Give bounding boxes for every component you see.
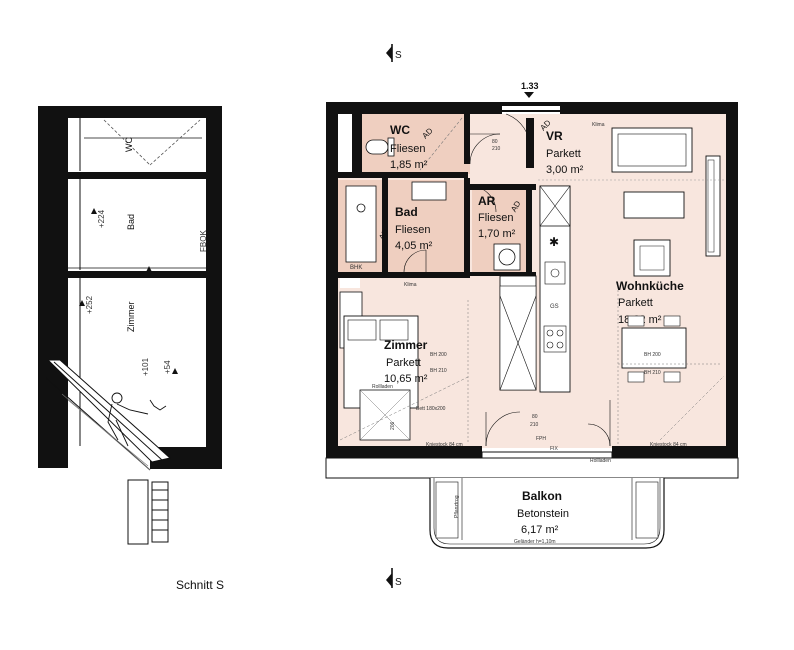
wk-kniestock: Kniestock 84 cm xyxy=(650,442,687,448)
bathtub xyxy=(345,185,377,263)
section-marker-bottom-icon xyxy=(386,573,392,587)
terrace-edge xyxy=(325,457,739,479)
room-balkon-floor: Betonstein xyxy=(517,508,569,520)
wall-right xyxy=(726,102,738,448)
room-wc-area: 1,85 m² xyxy=(390,159,428,171)
zimmer-bh210: BH 210 xyxy=(430,368,447,374)
section-height-101: +101 xyxy=(141,357,150,376)
room-ar-name: AR xyxy=(478,194,496,208)
balcony-planter-label: Pflanztrog xyxy=(454,495,460,518)
wk-bh210: BH 210 xyxy=(644,370,661,376)
door-80-label: 80 xyxy=(492,139,498,145)
room-balkon-name: Balkon xyxy=(522,489,562,503)
section-height-252: +252 xyxy=(85,295,94,314)
section-label-fbok: FBOK xyxy=(199,230,208,252)
wall-bottom-left xyxy=(326,446,482,458)
room-bad-area: 4,05 m² xyxy=(395,240,433,252)
room-zimmer-floor: Parkett xyxy=(386,357,421,369)
dining-table xyxy=(621,327,687,369)
section-right-wall xyxy=(206,106,222,468)
room-wc-floor: Fliesen xyxy=(390,143,425,155)
zimmer-rollladen: Rollladen xyxy=(372,384,393,390)
wall-bottom-right xyxy=(612,446,738,458)
planter-right xyxy=(635,481,659,539)
section-slab-1 xyxy=(68,172,206,179)
room-bad-name: Bad xyxy=(395,205,418,219)
section-marker-top-icon xyxy=(386,46,392,60)
gs-label: GS xyxy=(550,304,559,310)
wall-top-right xyxy=(560,102,738,114)
room-ar-floor: Fliesen xyxy=(478,212,513,224)
zimmer-door-206: 206 xyxy=(390,421,396,430)
section-label-zimmer: Zimmer xyxy=(126,302,136,333)
klima-label: Klima xyxy=(592,122,605,128)
wall-left xyxy=(326,102,338,448)
balcony-gelaender: Geländer h=1,10m xyxy=(514,539,556,545)
section-marker-bottom: S xyxy=(395,577,402,588)
bad-klima-label: Klima xyxy=(404,282,417,288)
wc-toilet xyxy=(365,139,389,155)
wk-bh200: BH 200 xyxy=(644,352,661,358)
bhk-label: BHK xyxy=(350,265,362,271)
planter-left xyxy=(435,481,459,539)
wall-top-left xyxy=(326,102,502,114)
door-210-label: 210 xyxy=(492,146,501,152)
dimension-arrow-icon xyxy=(524,92,534,98)
fph-label: FPH xyxy=(536,436,546,442)
section-caption: Schnitt S xyxy=(176,578,224,592)
room-zimmer-name: Zimmer xyxy=(384,338,428,352)
section-slab-2 xyxy=(68,271,206,278)
section-left-wall xyxy=(38,106,68,468)
fix-label: FIX xyxy=(550,446,558,452)
room-vr-name: VR xyxy=(546,129,563,143)
room-zimmer-area: 10,65 m² xyxy=(384,373,428,385)
room-wohnkueche-name: Wohnküche xyxy=(616,279,684,293)
person-figure xyxy=(111,392,123,404)
zimmer-bett: Bett 180x200 xyxy=(416,406,446,412)
section-view: WC Bad +224 FBOK Zimmer +252 +101 +54 Sc… xyxy=(38,106,224,592)
terrace-rollladen: Rollladen xyxy=(590,458,611,464)
room-bad-floor: Fliesen xyxy=(395,224,430,236)
balcony-door-210: 210 xyxy=(530,422,539,428)
section-marker-top: S xyxy=(395,50,402,61)
dimension-top: 1.33 xyxy=(521,81,539,91)
room-ar-area: 1,70 m² xyxy=(478,228,516,240)
section-top-slab xyxy=(38,106,222,118)
floor-plan: S S 1.33 xyxy=(325,44,739,588)
room-vr-area: 3,00 m² xyxy=(546,164,584,176)
coffee-table xyxy=(623,191,685,219)
room-wohnkueche-floor: Parkett xyxy=(618,297,653,309)
zimmer-bh200: BH 200 xyxy=(430,352,447,358)
section-label-wc: WC xyxy=(124,137,134,152)
section-bottom-slab xyxy=(150,447,222,469)
section-height-224: +224 xyxy=(97,209,106,228)
fridge-icon: ✱ xyxy=(549,235,559,249)
section-height-54: +54 xyxy=(163,360,172,374)
room-wc-name: WC xyxy=(390,123,410,137)
balcony-door-80: 80 xyxy=(532,414,538,420)
room-vr-floor: Parkett xyxy=(546,148,581,160)
cooktop xyxy=(543,325,567,353)
zimmer-kniestock: Kniestock 84 cm xyxy=(426,442,463,448)
room-balkon-area: 6,17 m² xyxy=(521,524,559,536)
section-label-bad: Bad xyxy=(126,214,136,230)
bad-sink xyxy=(411,181,447,201)
oven xyxy=(544,261,566,285)
balcony-outline xyxy=(429,478,665,549)
